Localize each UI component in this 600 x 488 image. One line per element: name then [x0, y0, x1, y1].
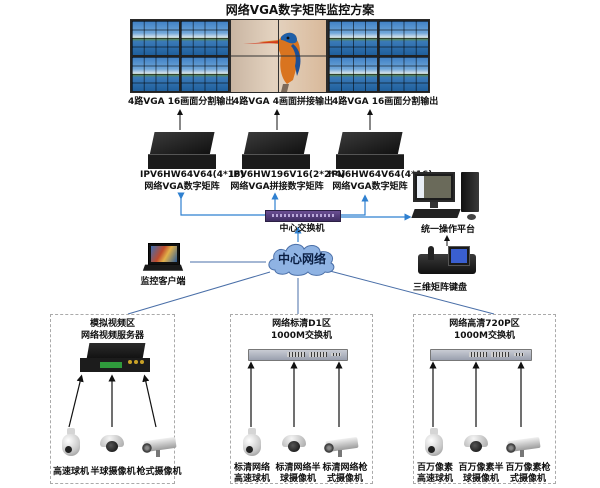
center-switch-label: 中心交换机 [279, 224, 325, 234]
zone-d1 [230, 314, 373, 484]
splice-grid [231, 20, 326, 92]
zone-device-label: 网络视频服务器 [80, 331, 144, 341]
client-label: 监控客户端 [140, 277, 186, 287]
bullet-camera-icon [140, 436, 177, 457]
video-wall-left [130, 19, 230, 93]
kingfisher-image [231, 20, 326, 92]
zone-switch-icon [248, 349, 348, 361]
camera-label: 枪式摄像机 [136, 467, 182, 477]
monitor-tile [180, 56, 229, 92]
link-line [339, 194, 369, 216]
matrix-device-icon [336, 132, 404, 170]
speed-dome-camera-icon [423, 428, 445, 458]
zone-device-label: 1000M交换机 [453, 331, 515, 341]
camera-label: 标清网络半 球摄像机 [275, 463, 321, 484]
diagram-title: 网络VGA数字矩阵监控方案 [225, 3, 375, 17]
matrix-model: IPV6HW64V64(4*16) [328, 170, 433, 180]
zone-720p [413, 314, 556, 484]
link-line [177, 192, 265, 216]
speed-dome-camera-icon [60, 428, 82, 458]
zone-switch-icon [430, 349, 532, 361]
output-label: 4路VGA 4画面拼接输出 [233, 97, 333, 107]
matrix-device-icon [148, 132, 216, 170]
monitor-tile [328, 56, 378, 92]
workstation-icon [411, 172, 483, 224]
zone-device-label: 1000M交换机 [270, 331, 332, 341]
zone-title: 网络标清D1区 [272, 319, 331, 329]
output-label: 4路VGA 16画面分割输出 [332, 97, 439, 107]
matrix-name: 网络VGA拼接数字矩阵 [230, 182, 324, 192]
link-line [325, 269, 495, 315]
camera-label: 高速球机 [52, 467, 89, 477]
camera-cable [68, 374, 84, 428]
video-wall-right [327, 19, 430, 93]
half-dome-camera-icon [282, 433, 306, 453]
laptop-icon [142, 243, 184, 273]
output-label: 4路VGA 16画面分割输出 [128, 97, 235, 107]
zone-title: 模拟视频区 [89, 319, 135, 329]
monitor-tile [378, 20, 429, 56]
monitor-tile [378, 56, 429, 92]
monitor-tile [328, 20, 378, 56]
camera-label: 百万像素半 球摄像机 [458, 463, 504, 484]
camera-label: 标清网络枪 式摄像机 [322, 463, 368, 484]
camera-cable [142, 374, 157, 428]
keyboard-label: 三维矩阵键盘 [412, 283, 467, 293]
bullet-camera-icon [504, 436, 541, 457]
matrix-model: IPV6HW64V64(4*16) [140, 170, 245, 180]
link-line [127, 271, 271, 315]
camera-label: 百万像素 高速球机 [416, 463, 453, 484]
camera-label: 百万像素枪 式摄像机 [505, 463, 551, 484]
half-dome-camera-icon [464, 433, 488, 453]
zone-analog [50, 314, 175, 484]
cloud-icon [268, 243, 335, 276]
monitor-tile [131, 56, 180, 92]
monitor-tile [131, 20, 180, 56]
cloud-label: 中心网络 [277, 252, 326, 266]
zone-title: 网络高清720P区 [449, 319, 520, 329]
matrix-name: 网络VGA数字矩阵 [144, 182, 220, 192]
matrix-device-icon [242, 132, 310, 170]
camera-label: 半球摄像机 [90, 467, 136, 477]
video-wall-center [230, 19, 327, 93]
camera-label: 标清网络 高速球机 [233, 463, 270, 484]
matrix-model: IPV6HW196V16(2*2*4) [230, 170, 346, 180]
platform-label: 统一操作平台 [420, 225, 475, 235]
matrix-name: 网络VGA数字矩阵 [332, 182, 408, 192]
half-dome-camera-icon [100, 433, 124, 453]
center-switch-icon [265, 210, 341, 222]
matrix-keyboard-icon [418, 244, 476, 274]
monitor-tile [180, 20, 229, 56]
bullet-camera-icon [322, 436, 359, 457]
video-server-icon [80, 343, 150, 375]
speed-dome-camera-icon [241, 428, 263, 458]
